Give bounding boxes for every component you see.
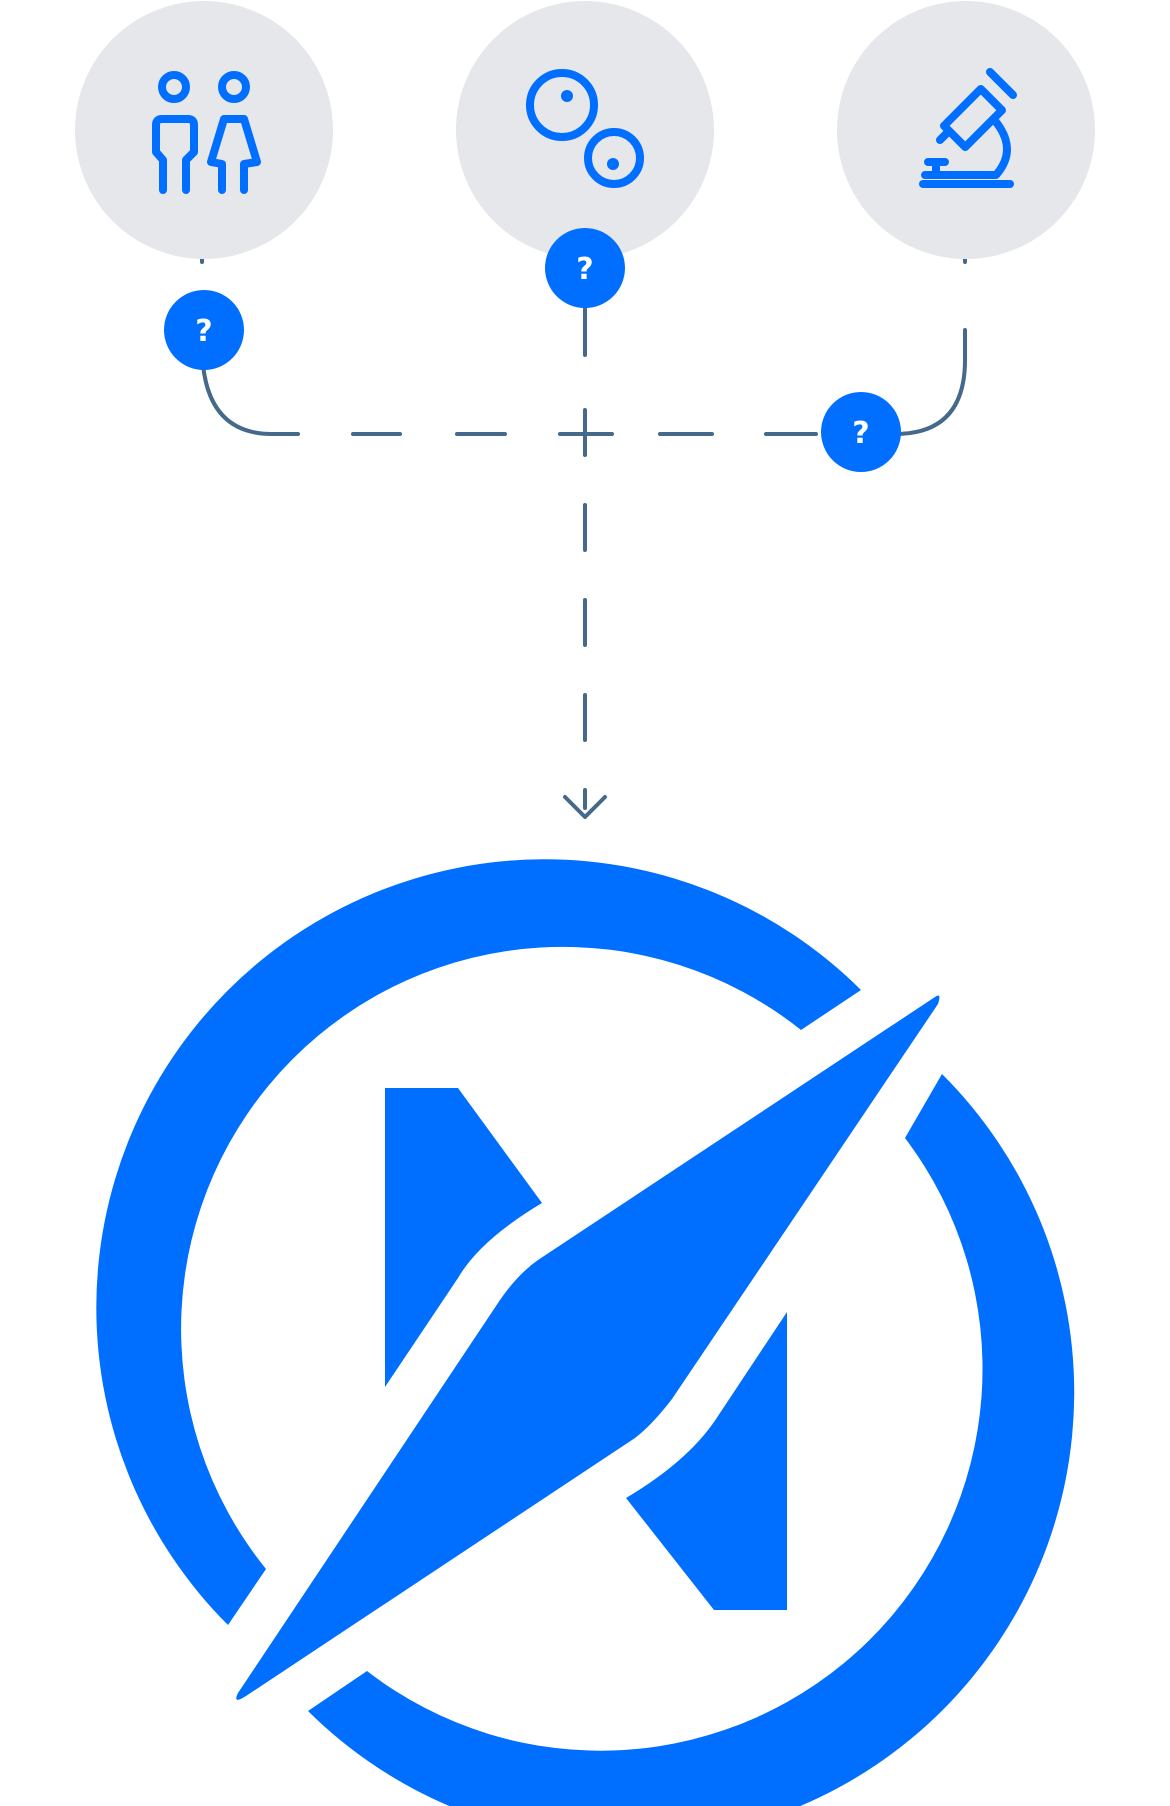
node-couple — [75, 1, 333, 259]
question-badge-label: ? — [195, 314, 212, 349]
question-badge-label: ? — [852, 416, 869, 451]
microscope-icon — [919, 68, 1017, 188]
node-microscope — [837, 1, 1095, 259]
connector-lines — [200, 246, 967, 819]
question-badge-left[interactable]: ? — [164, 290, 244, 370]
connector-right — [583, 248, 967, 436]
connector-left — [200, 246, 587, 436]
question-badge-center[interactable]: ? — [545, 228, 625, 308]
cells-icon — [526, 69, 644, 188]
question-badge-label: ? — [576, 252, 593, 287]
arrow-down-icon — [563, 795, 607, 819]
node-cells — [456, 1, 714, 259]
question-badge-right[interactable]: ? — [821, 392, 901, 472]
compass-logo-icon — [96, 859, 1075, 1806]
couple-icon — [152, 71, 261, 194]
